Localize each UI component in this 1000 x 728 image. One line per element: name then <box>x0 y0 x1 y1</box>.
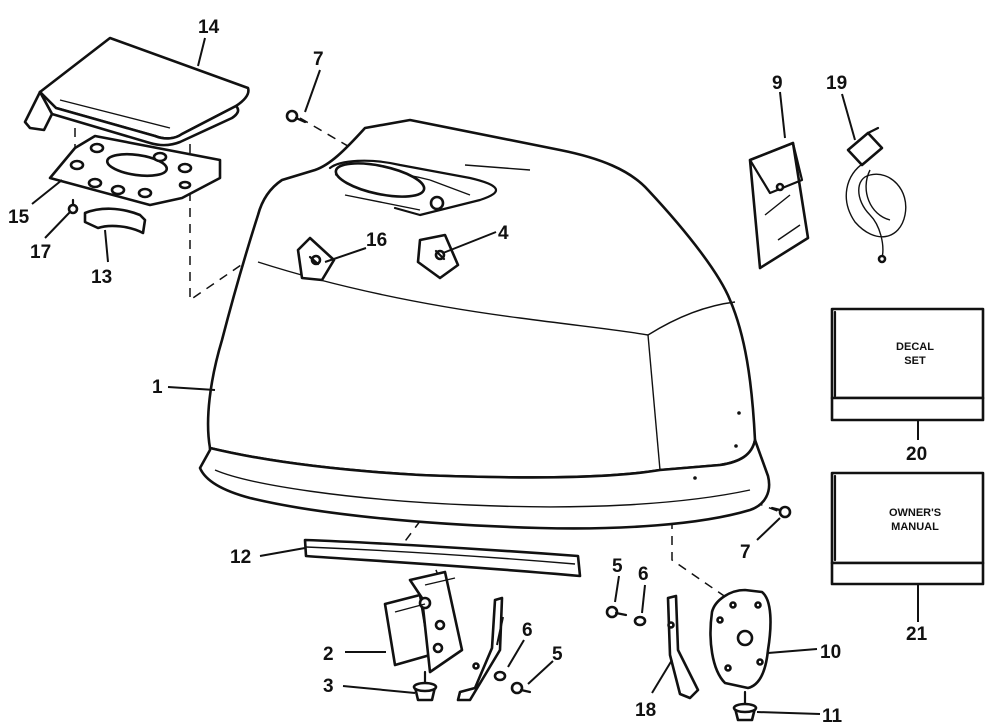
hood-cover <box>23 36 250 147</box>
bracket-right <box>416 233 460 280</box>
washer-left <box>493 670 507 682</box>
latch-knob-right <box>732 690 758 722</box>
callout-14: 14 <box>198 17 220 38</box>
callout-15: 15 <box>8 207 30 228</box>
callout-5-right: 5 <box>612 556 623 577</box>
latch-knob <box>412 670 438 702</box>
callout-21: 21 <box>906 624 928 645</box>
screw-right <box>605 605 628 619</box>
callout-numbers: 1 2 3 4 5 5 6 6 7 7 9 10 11 12 13 14 15 … <box>8 17 928 727</box>
decal-box-line2: SET <box>904 355 926 367</box>
small-screw <box>67 198 79 215</box>
callout-1: 1 <box>152 377 163 398</box>
decal-set-box: DECAL SET <box>830 307 985 422</box>
callout-12: 12 <box>230 547 251 568</box>
callout-4: 4 <box>498 223 509 244</box>
callout-13: 13 <box>91 267 112 288</box>
callout-10: 10 <box>820 642 841 663</box>
latch-plate <box>709 588 772 690</box>
washer-right <box>633 615 647 627</box>
screw-left <box>510 681 532 695</box>
callout-16: 16 <box>366 230 387 251</box>
document-pouch <box>748 141 810 270</box>
handle <box>83 207 147 235</box>
latch-bracket <box>383 570 464 674</box>
callout-leader-lines <box>31 37 919 715</box>
callout-9: 9 <box>772 73 783 94</box>
latch-arm-left <box>456 596 504 702</box>
callout-7-right: 7 <box>740 542 751 563</box>
cowl-screw-top <box>285 109 307 124</box>
callout-7-top: 7 <box>313 49 324 70</box>
callout-18: 18 <box>635 700 656 721</box>
cowl-screw-right <box>770 505 792 519</box>
callout-5-left: 5 <box>552 644 563 665</box>
callout-11: 11 <box>822 706 843 727</box>
callout-17: 17 <box>30 242 51 263</box>
callout-6-right: 6 <box>638 564 649 585</box>
manual-box-line1: OWNER'S <box>889 507 941 519</box>
callout-20: 20 <box>906 444 927 465</box>
engine-cover-cowl <box>198 118 771 530</box>
latch-arm-right <box>666 594 700 700</box>
seal-strip <box>303 538 582 578</box>
callout-19: 19 <box>826 73 847 94</box>
callout-6-left: 6 <box>522 620 533 641</box>
bracket-left <box>296 236 336 282</box>
decal-box-line1: DECAL <box>896 341 934 353</box>
gasket-plate <box>48 134 222 207</box>
lanyard-cord <box>845 126 907 264</box>
callout-3: 3 <box>323 676 334 697</box>
callout-2: 2 <box>323 644 334 665</box>
manual-box-line2: MANUAL <box>891 521 939 533</box>
owners-manual-box: OWNER'S MANUAL <box>830 471 985 586</box>
